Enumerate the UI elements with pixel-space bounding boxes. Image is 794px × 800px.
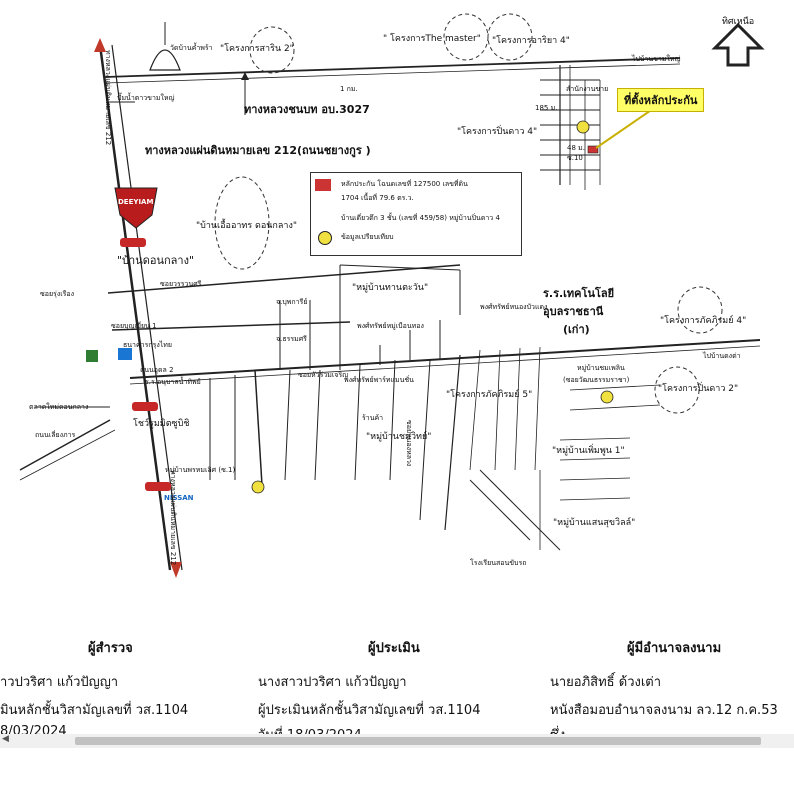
legend-line3: บ้านเดี่ยวตึก 3 ชั้น (เลขที่ 459/58) หมู… [341,214,500,222]
project-master: " โครงการThe master" [383,34,481,44]
road-3027 [104,57,681,78]
document-viewport[interactable]: ทิศเหนือ วัดบ้านค้ำพร้า "โครงการสาริน 2"… [0,0,794,750]
chula2-label: จ.ธรรมศรี [276,335,307,343]
tech-school-label: ร.ร.เทคโนโลยี [543,287,615,300]
wat-icon [149,49,181,71]
deeyiam-logo-icon [114,187,158,229]
bank-label: ธนาคารกรุงไทย [123,341,173,349]
thanon-udon2: ถนนอุดล 2 [140,366,174,374]
highway-arrow-top [94,38,106,52]
horizontal-scrollbar[interactable]: ◀ [0,734,794,748]
car-icon [120,238,146,247]
mu-ban-saen-label: "หมู่บ้านแสนสุขวิลล์" [553,518,636,528]
mitsubishi-label: โชว์รูมมิตซูบิชิ [133,419,190,429]
legend-comparison-swatch [318,231,332,245]
mu-ban-chayo-label: "หมู่บ้านชมวิทย์" [366,432,432,442]
school-dara-label: ร.ร.อนุบาลน้ำทิพย์ [145,378,201,386]
comparison-marker-1 [576,120,590,134]
signer-role: หนังสือมอบอำนาจลงนาม ลว.12 ก.ค.53 [550,703,778,718]
appraiser-title: ผู้ประเมิน [368,641,420,656]
road-212-label: ทางหลวงแผ่นดินหมายเลข 212(ถนนชยางกูร ) [145,144,371,157]
to-ban-khamyai-top: ไปบ้านขามใหญ่ [632,55,681,63]
project-arin4: "โครงการอาริยา 4" [492,36,570,46]
old-label: (เก่า) [563,323,590,336]
comparison-marker-3 [251,480,265,494]
middle-vertical-label: ซอยหนองหลวง [405,420,413,467]
road-3027-b [104,63,681,84]
phon-label: พงศ์ทรัพย์หนองบัวแดง [480,303,548,311]
north-arrow-icon [711,22,765,67]
appraiser-name: นางสาวปวริศา แก้วปัญญา [258,675,407,690]
collateral-callout: ที่ตั้งหลักประกัน [617,88,705,112]
highway-arrow-bottom [170,562,182,578]
surveyor-title: ผู้สำรวจ [88,641,133,656]
signer-title: ผู้มีอำนาจลงนาม [627,641,722,656]
road-3027-label: ทางหลวงชนบท อบ.3027 [244,103,370,116]
driving-school-label: โรงเรียนสอนขับรถ [470,559,527,567]
surveyor-name: าวปวริศา แก้วปัญญา [0,675,119,690]
legend-line1: หลักประกัน โฉนดเลขที่ 127500 เลขที่ดิน [341,180,468,188]
to-ban-kham: ไปบ้านดงต่า [703,352,741,360]
legend-collateral-swatch [315,179,331,191]
chula-label: จ.บุพการีย์ [276,298,308,306]
car-icon [145,482,171,491]
mu-ban-phraek2-label: (ซอยวัฒนธรรมราชา) [563,376,630,384]
scrollbar-thumb[interactable] [75,737,761,745]
project-pindao4: "โครงการปิ่นดาว 4" [457,127,538,137]
thanon-liang: ถนนเลี่ยงภาร [35,431,76,439]
soi-rungrueang: ซอยรุ่งเรือง [40,290,75,298]
collateral-marker [587,145,599,154]
nissan-label: NISSAN [164,494,194,502]
project-pindao2: "โครงการปิ่นดาว 2" [658,384,739,394]
distance-48-label: 48 ม. [567,144,585,152]
legend-line4: ข้อมูลเปรียบเทียบ [341,233,394,241]
don-klang-label: "บ้านดอนกลาง" [117,254,195,267]
location-map [19,13,765,578]
bank-icon [118,348,132,360]
project-sarin2: "โครงการสาริน 2" [220,44,294,54]
ubon-label: อุบลราชธานี [543,305,604,318]
deeyiam-label: DEEYIAM [118,198,154,206]
highway-212-line-2 [111,44,183,571]
road-10-label: ซ.10 [567,154,583,162]
market-label: ตลาดใหม่ดอนกลาง [29,403,89,411]
legend-line2: 1704 เนื้อที่ 79.6 ตร.ว. [341,194,414,202]
mu-ban-phraek-label: หมู่บ้านชมเพลิน [577,364,625,372]
project-phathiram5: "โครงการภัคภิรมย์ 5" [446,390,533,400]
phon2-label: พงศ์ทรัพย์หมู่เบือนทอง [357,322,424,330]
highway-vertical-label: ทางหลวงแผ่นดินหมายเลข 212 [104,50,112,146]
bottom-blank-area [0,750,794,800]
phrakru-label: พงศ์ทรัพย์พาร์ทแมนชั่น [344,376,414,384]
comparison-marker-2 [600,390,614,404]
soi-bunyoen: ซอยบุญเยี่ยน 1 [111,322,157,330]
surveyor-role: มินหลักชั้นวิสามัญเลขที่ วส.1104 [0,703,189,718]
seven-eleven-icon [86,350,98,362]
mu-ban-thanon-label: "หมู่บ้านทานตะวัน" [352,283,429,293]
north-label: ทิศเหนือ [722,17,755,27]
signer-name: นายอภิสิทธิ์ ด้วงเต่า [550,675,662,690]
legend-box: หลักประกัน โฉนดเลขที่ 127500 เลขที่ดิน 1… [310,172,522,256]
soi-watthana: ซอยวรรวนศรี [160,280,202,288]
scroll-left-icon[interactable]: ◀ [2,734,9,744]
wat-label: วัดบ้านค้ำพร้า [170,44,213,52]
ban-uea-label: "บ้านเอื้ออาทร ดอนกลาง" [196,221,297,231]
pump-station-label: ปั๊มน้ำตาวขามใหญ่ [117,94,175,102]
appraiser-role: ผู้ประเมินหลักชั้นวิสามัญเลขที่ วส.1104 [258,703,481,718]
soi-thai-label: ซอยหัวร่วมเจริญ [298,371,349,379]
distance-185-label: 185 ม. [535,104,558,112]
sales-office-label: สำนักงานขาย [566,85,609,93]
mu-ban-yai-label: หมู่บ้านพรหมเลิศ (ซ.1) [165,466,236,474]
project-phathiram4: "โครงการภัคภิรมย์ 4" [660,316,747,326]
ban-dan-label: ร้านค้า [362,414,384,422]
car-icon [132,402,158,411]
distance-1km: 1 กม. [340,85,358,93]
mu-ban-phuen-label: "หมู่บ้านเพิ่มพูน 1" [552,446,625,456]
highway-bottom-label: ทางหลวงแผ่นดินหมายเลข 212 [169,470,177,566]
